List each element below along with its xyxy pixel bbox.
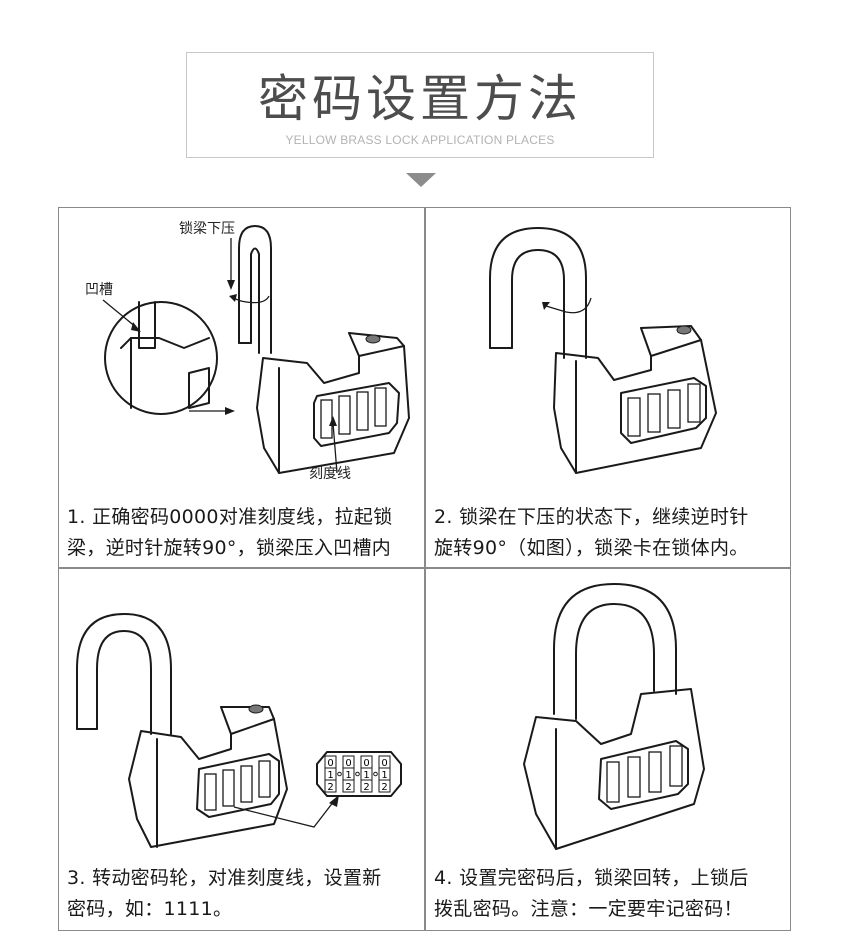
combination-wheels [606, 745, 683, 803]
lock-shackle [489, 227, 587, 359]
label-shackle-press: 锁梁下压 [179, 221, 235, 237]
step-1-caption: 1. 正确密码0000对准刻度线，拉起锁 梁，逆时针旋转90°，锁梁压入凹槽内 [67, 506, 393, 559]
dial-digit: 2 [363, 782, 369, 793]
scale-dot [373, 771, 378, 777]
scale-dot [355, 771, 360, 777]
grid-divider-horizontal [58, 567, 791, 569]
dial-detail [316, 751, 402, 797]
dial-digit: 1 [327, 770, 333, 781]
down-triangle-icon [406, 173, 436, 187]
scale-dot [337, 771, 342, 777]
dial-digit: 1 [381, 770, 387, 781]
step-4-caption: 4. 设置完密码后，锁梁回转，上锁后 拨乱密码。注意：一定要牢记密码！ [434, 867, 749, 920]
lock-body [256, 345, 410, 474]
dial-digit: 1 [345, 770, 351, 781]
step-2-panel: 2. 锁梁在下压的状态下，继续逆时针 旋转90°（如图），锁梁卡在锁体内。 [426, 208, 791, 568]
header-banner: 密码设置方法 YELLOW BRASS LOCK APPLICATION PLA… [186, 52, 654, 158]
dial-digit: 0 [363, 758, 369, 769]
page-subtitle: YELLOW BRASS LOCK APPLICATION PLACES [285, 133, 555, 147]
dial-window [598, 740, 689, 810]
rotate-arrow-icon [232, 295, 270, 304]
dial-window [196, 753, 280, 818]
grid-divider-vertical [424, 207, 426, 931]
dial-digit-cell [342, 779, 355, 793]
dial-window [620, 377, 707, 444]
step-4-panel: 4. 设置完密码后，锁梁回转，上锁后 拨乱密码。注意：一定要牢记密码！ [426, 569, 791, 929]
dial-digit: 0 [327, 758, 333, 769]
rotate-arrow-icon [545, 297, 592, 314]
step-1-panel: 锁梁下压 凹槽 刻度线 1. 正确密码0000对准刻度线，拉起锁 梁，逆时针旋转… [59, 208, 424, 568]
combination-wheels [320, 387, 387, 439]
step-1-illustration: 锁梁下压 凹槽 刻度线 [85, 221, 410, 482]
scale-arrow-icon [332, 422, 338, 474]
page-title: 密码设置方法 [258, 70, 582, 128]
lock-body [523, 688, 705, 850]
lock-shackle [553, 583, 677, 715]
dial-digit: 0 [381, 758, 387, 769]
dial-digit: 0 [345, 758, 351, 769]
dial-digit-cell [360, 779, 373, 793]
dial-digit: 2 [327, 782, 333, 793]
dial-digit: 2 [345, 782, 351, 793]
step-3-caption: 3. 转动密码轮，对准刻度线，设置新 密码，如：1111。 [67, 867, 382, 920]
combination-wheels [627, 383, 701, 437]
label-groove: 凹槽 [85, 282, 113, 298]
lock-body [128, 718, 288, 848]
dial-digit: 1 [363, 770, 369, 781]
label-scale-line: 刻度线 [309, 466, 351, 482]
combination-wheels [204, 760, 271, 811]
detail-arrow-icon [233, 800, 335, 828]
groove-arrow-icon [102, 299, 138, 329]
dial-digit: 2 [381, 782, 387, 793]
lock-body [553, 339, 717, 474]
lock-shackle [76, 613, 172, 735]
step-2-caption: 2. 锁梁在下压的状态下，继续逆时针 旋转90°（如图），锁梁卡在锁体内。 [434, 506, 749, 559]
dial-digit-cell [378, 779, 391, 793]
step-4-illustration [523, 583, 705, 850]
step-2-illustration [489, 227, 717, 474]
dial-digit-cell [324, 779, 337, 793]
magnifier-detail [104, 301, 218, 415]
lock-shackle [238, 225, 272, 354]
dial-window [313, 382, 400, 447]
